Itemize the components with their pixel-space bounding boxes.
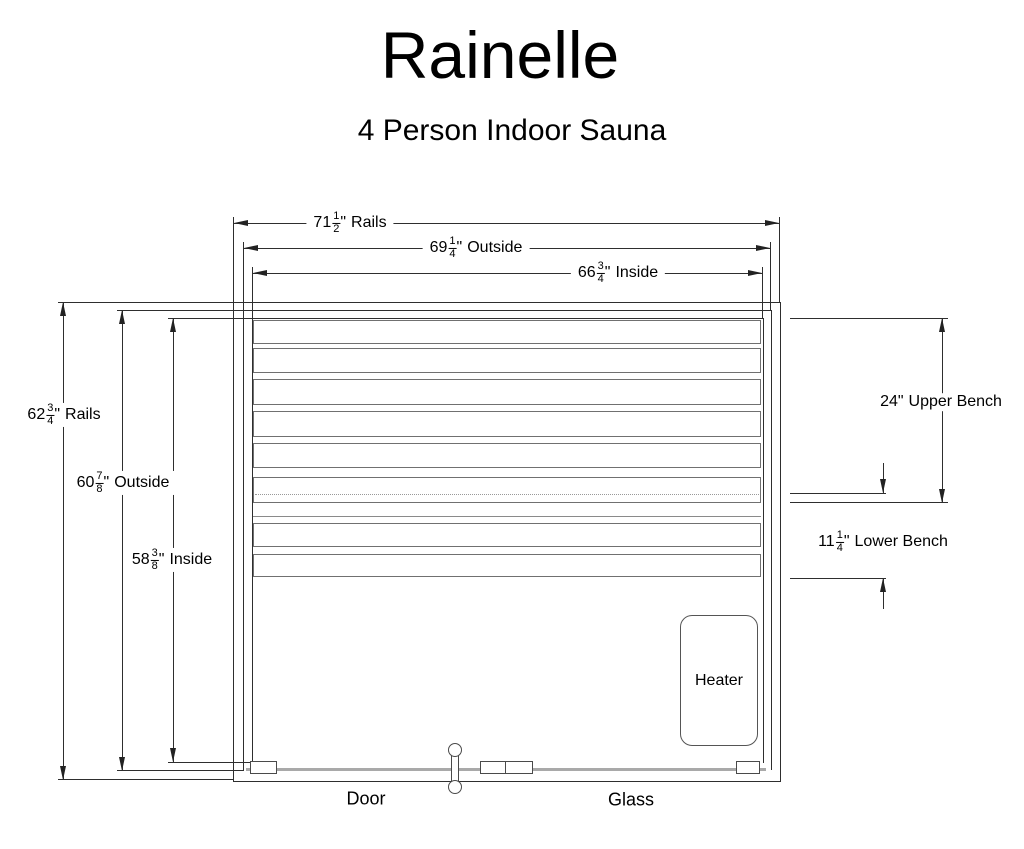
arrow-up-icon	[939, 318, 945, 332]
dimension-line-top-rails	[234, 223, 779, 224]
extension-line	[168, 318, 253, 319]
dimension-line-left-outside	[122, 310, 123, 771]
extension-line	[243, 242, 244, 311]
arrow-down-icon	[170, 748, 176, 762]
lower-bench-hidden-edge	[255, 494, 759, 495]
bench-slat-8	[253, 554, 761, 577]
dimension-line-top-inside	[253, 273, 762, 274]
door-latch-block-left	[480, 761, 506, 774]
bench-slat-5	[253, 443, 761, 468]
arrow-up-icon	[60, 302, 66, 316]
dim-upper-bench: 24"Upper Bench	[873, 393, 1009, 411]
extension-line	[790, 502, 948, 503]
inside-wall-outline	[252, 318, 764, 763]
extension-line	[790, 493, 886, 494]
dimension-line-left-rails	[63, 302, 64, 780]
rails-outline	[233, 302, 781, 782]
arrow-left-icon	[244, 245, 258, 251]
arrow-up-icon	[119, 310, 125, 324]
glass-stop-block	[736, 761, 760, 774]
arrow-up-icon	[170, 318, 176, 332]
extension-line	[770, 242, 771, 311]
extension-line	[58, 302, 233, 303]
bench-slat-6	[253, 477, 761, 503]
arrow-down-icon	[119, 757, 125, 771]
heater-label: Heater	[694, 671, 744, 689]
extension-line	[790, 318, 948, 319]
extension-line	[790, 578, 886, 579]
door-handle-knob-top	[448, 743, 462, 757]
dimension-leader-line	[883, 578, 884, 609]
door-label: Door	[346, 788, 386, 809]
dimension-leader-line	[883, 463, 884, 493]
extension-line	[233, 217, 234, 303]
arrow-left-icon	[253, 270, 267, 276]
door-hinge-block	[250, 761, 277, 774]
bench-slat-3	[253, 379, 761, 405]
arrow-right-icon	[756, 245, 770, 251]
extension-line	[168, 762, 253, 763]
door-handle-bar	[451, 755, 459, 782]
extension-line	[779, 217, 780, 303]
arrow-left-icon	[234, 220, 248, 226]
heater: Heater	[680, 615, 758, 746]
bench-slat-1	[253, 320, 761, 344]
extension-line	[117, 770, 244, 771]
dimension-line-left-inside	[173, 318, 174, 763]
upper-bench-front-edge	[253, 516, 761, 517]
bench-slat-2	[253, 348, 761, 373]
arrow-down-icon	[880, 479, 886, 493]
extension-line	[762, 267, 763, 319]
arrow-down-icon	[60, 766, 66, 780]
arrow-down-icon	[939, 489, 945, 503]
page-title: Rainelle	[380, 18, 620, 92]
extension-line	[252, 267, 253, 319]
extension-line	[117, 310, 244, 311]
bench-slat-4	[253, 411, 761, 437]
arrow-right-icon	[765, 220, 779, 226]
arrow-up-icon	[880, 578, 886, 592]
page-subtitle: 4 Person Indoor Sauna	[357, 114, 667, 147]
door-latch-block-right	[505, 761, 533, 774]
outside-wall-outline	[243, 310, 772, 770]
extension-line	[58, 779, 233, 780]
bench-slat-7	[253, 523, 761, 547]
arrow-right-icon	[748, 270, 762, 276]
glass-label: Glass	[607, 789, 655, 810]
door-handle-knob-bottom	[448, 780, 462, 794]
